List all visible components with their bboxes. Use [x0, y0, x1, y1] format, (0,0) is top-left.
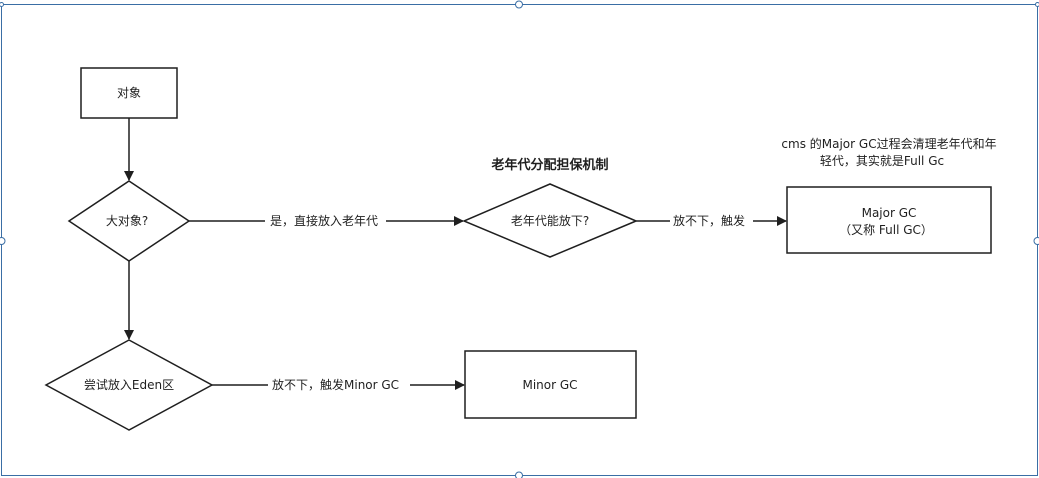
try-eden-decision[interactable]: [44, 339, 214, 431]
major-gc-node-label-line2: （又称 Full GC）: [839, 223, 933, 237]
edge-label-eden-no-fit-trigger: 放不下，触发Minor GC: [272, 377, 399, 392]
frame-handle-top-left[interactable]: [0, 2, 4, 7]
minor-gc-node-label: Minor GC: [522, 378, 577, 392]
edge-label-yes-to-old: 是，直接放入老年代: [270, 213, 378, 228]
cms-note-line2: 轻代，其实就是Full Gc: [820, 153, 944, 168]
big-object-decision-label: 大对象?: [106, 214, 148, 228]
frame-handle-top-right[interactable]: [1035, 2, 1039, 7]
minor-gc-node[interactable]: [464, 350, 637, 419]
frame-handle-left[interactable]: [0, 237, 6, 245]
old-gen-fit-decision-label: 老年代能放下?: [511, 213, 589, 228]
frame-handle-top[interactable]: [515, 0, 523, 9]
major-gc-node-label-line1: Major GC: [862, 206, 917, 220]
object-node-label: 对象: [117, 86, 141, 100]
major-gc-node[interactable]: [786, 186, 992, 254]
cms-note-line1: cms 的Major GC过程会清理老年代和年: [781, 136, 996, 151]
frame-handle-right[interactable]: [1033, 237, 1039, 245]
guarantee-title: 老年代分配担保机制: [490, 157, 608, 173]
try-eden-decision-label: 尝试放入Eden区: [84, 377, 174, 392]
old-gen-fit-decision[interactable]: [462, 183, 638, 258]
frame-handle-bottom[interactable]: [515, 471, 523, 478]
edge-label-no-fit-trigger: 放不下，触发: [673, 213, 745, 228]
